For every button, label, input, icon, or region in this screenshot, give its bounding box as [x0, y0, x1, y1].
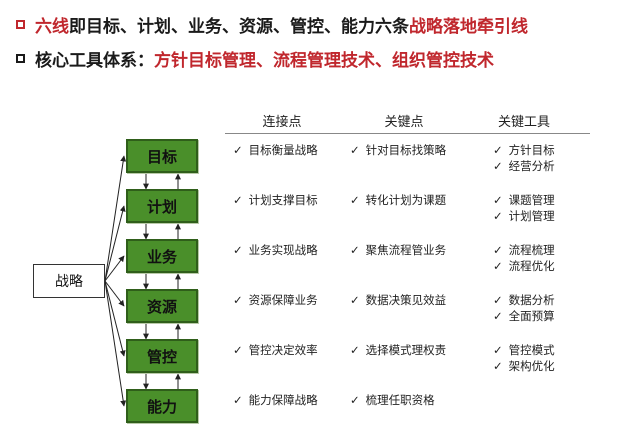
connect-cell: ✓ 管控决定效率: [233, 343, 318, 358]
root-to-step-arrow: [104, 255, 125, 282]
key-cell: ✓ 针对目标找策略: [350, 143, 446, 158]
check-icon: ✓: [233, 393, 243, 407]
tool-cell-text: 管控模式: [508, 343, 555, 357]
connect-cell: ✓ 目标衡量战略: [233, 143, 318, 158]
check-icon: ✓: [493, 343, 503, 357]
step-box: 计划: [126, 189, 198, 223]
root-to-step-arrow: [104, 280, 126, 357]
check-icon: ✓: [233, 193, 243, 207]
check-icon: ✓: [493, 243, 503, 257]
tool-cell: ✓ 流程梳理: [493, 243, 555, 258]
key-cell: ✓ 选择模式理权责: [350, 343, 446, 358]
tool-cell-text: 流程梳理: [508, 243, 555, 257]
key-cell: ✓ 聚焦流程管业务: [350, 243, 446, 258]
tool-cell-text: 流程优化: [508, 259, 555, 273]
connect-cell: ✓ 业务实现战略: [233, 243, 318, 258]
tool-cell-text: 经营分析: [508, 159, 555, 173]
checkbox-bullet-icon: [16, 20, 25, 29]
check-icon: ✓: [493, 259, 503, 273]
tool-cell: ✓ 数据分析: [493, 293, 555, 308]
check-icon: ✓: [233, 143, 243, 157]
check-icon: ✓: [350, 393, 360, 407]
check-icon: ✓: [493, 159, 503, 173]
check-icon: ✓: [350, 193, 360, 207]
tool-cell: ✓ 流程优化: [493, 259, 555, 274]
connect-cell-text: 管控决定效率: [248, 343, 318, 357]
checkbox-bullet-icon: [16, 54, 25, 63]
connect-cell: ✓ 能力保障战略: [233, 393, 318, 408]
root-to-step-arrow: [104, 205, 126, 282]
connect-cell: ✓ 计划支撑目标: [233, 193, 318, 208]
check-icon: ✓: [350, 293, 360, 307]
step-box: 能力: [126, 389, 198, 423]
key-cell: ✓ 数据决策见效益: [350, 293, 446, 308]
connect-cell-text: 能力保障战略: [248, 393, 318, 407]
check-icon: ✓: [493, 143, 503, 157]
tool-cell-text: 方针目标: [508, 143, 555, 157]
check-icon: ✓: [233, 243, 243, 257]
key-cell: ✓ 梳理任职资格: [350, 393, 435, 408]
root-to-step-arrow: [104, 280, 125, 307]
tool-cell: ✓ 课题管理: [493, 193, 555, 208]
root-to-step-arrow: [104, 155, 127, 282]
tool-cell: ✓ 计划管理: [493, 209, 555, 224]
column-header-connect: 连接点: [262, 115, 302, 130]
key-cell: ✓ 转化计划为课题: [350, 193, 446, 208]
key-cell-text: 梳理任职资格: [365, 393, 435, 407]
check-icon: ✓: [350, 243, 360, 257]
header-2-accent: 方针目标管理、流程管理技术、组织管控技术: [154, 51, 494, 71]
check-icon: ✓: [493, 293, 503, 307]
column-header-key: 关键点: [384, 115, 424, 130]
header-1-suffix: 战略落地牵引线: [409, 17, 528, 37]
tool-cell: ✓ 全面预算: [493, 309, 555, 324]
header-line-2: 核心工具体系：方针目标管理、流程管理技术、组织管控技术: [16, 46, 494, 71]
check-icon: ✓: [493, 309, 503, 323]
check-icon: ✓: [350, 343, 360, 357]
connect-cell: ✓ 资源保障业务: [233, 293, 318, 308]
step-box: 目标: [126, 139, 198, 173]
header-line-1: 六线即目标、计划、业务、资源、管控、能力六条战略落地牵引线: [16, 12, 528, 37]
check-icon: ✓: [350, 143, 360, 157]
check-icon: ✓: [233, 293, 243, 307]
root-to-step-arrow: [104, 280, 127, 407]
key-cell-text: 转化计划为课题: [365, 193, 447, 207]
strategy-root-box: 战略: [33, 264, 105, 298]
check-icon: ✓: [493, 193, 503, 207]
tool-cell: ✓ 管控模式: [493, 343, 555, 358]
tool-cell-text: 全面预算: [508, 309, 555, 323]
tool-cell: ✓ 经营分析: [493, 159, 555, 174]
header-2-prefix: 核心工具体系：: [35, 51, 154, 71]
header-rule: [225, 133, 590, 134]
connect-cell-text: 计划支撑目标: [248, 193, 318, 207]
header-1-middle: 即目标、计划、业务、资源、管控、能力六条: [69, 17, 409, 37]
step-box: 管控: [126, 339, 198, 373]
header-1-prefix: 六线: [35, 17, 69, 37]
tool-cell-text: 课题管理: [508, 193, 555, 207]
connect-cell-text: 资源保障业务: [248, 293, 318, 307]
key-cell-text: 针对目标找策略: [365, 143, 447, 157]
tool-cell-text: 计划管理: [508, 209, 555, 223]
check-icon: ✓: [233, 343, 243, 357]
key-cell-text: 聚焦流程管业务: [365, 243, 447, 257]
check-icon: ✓: [493, 209, 503, 223]
step-box: 资源: [126, 289, 198, 323]
key-cell-text: 选择模式理权责: [365, 343, 447, 357]
tool-cell-text: 架构优化: [508, 359, 555, 373]
check-icon: ✓: [493, 359, 503, 373]
connect-cell-text: 目标衡量战略: [248, 143, 318, 157]
key-cell-text: 数据决策见效益: [365, 293, 447, 307]
tool-cell: ✓ 方针目标: [493, 143, 555, 158]
step-box: 业务: [126, 239, 198, 273]
column-header-tools: 关键工具: [497, 115, 550, 130]
connect-cell-text: 业务实现战略: [248, 243, 318, 257]
tool-cell-text: 数据分析: [508, 293, 555, 307]
tool-cell: ✓ 架构优化: [493, 359, 555, 374]
